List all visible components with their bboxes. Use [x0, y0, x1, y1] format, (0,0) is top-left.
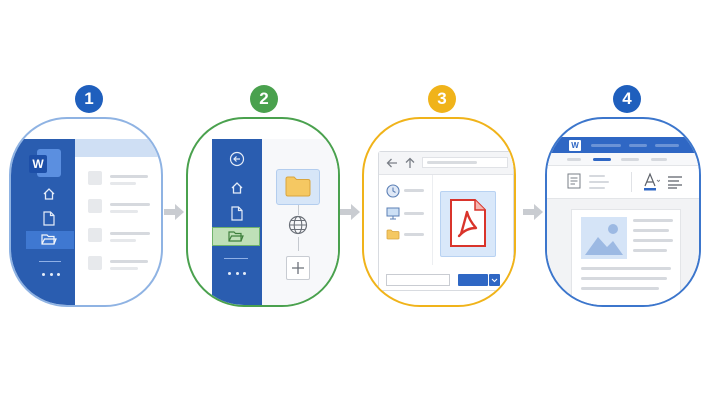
file-meta-line: [110, 210, 138, 213]
file-name-line: [110, 175, 148, 178]
backstage-sidebar: [212, 139, 262, 305]
toolbar-separator: [631, 172, 632, 192]
open-dropdown-button[interactable]: [489, 274, 500, 286]
open-button[interactable]: [458, 274, 488, 286]
ribbon-tab[interactable]: [651, 158, 667, 161]
file-name-line: [110, 232, 150, 235]
title-text-line: [591, 144, 621, 147]
step-3-panel: [362, 117, 516, 307]
ribbon-tab[interactable]: [621, 158, 639, 161]
sidebar-divider: [39, 261, 61, 262]
file-name-line: [110, 260, 148, 263]
file-name-input[interactable]: [386, 274, 450, 286]
up-arrow-icon[interactable]: [404, 157, 416, 169]
text-line: [633, 229, 669, 232]
arrow-right-icon: [523, 204, 543, 220]
toolbar-line: [589, 181, 609, 183]
title-text-line: [655, 144, 679, 147]
file-thumb[interactable]: [88, 256, 102, 270]
nav-label-line: [404, 233, 424, 236]
globe-icon[interactable]: [288, 215, 308, 235]
text-line: [581, 287, 659, 290]
connector-line: [298, 205, 299, 215]
text-line: [633, 239, 673, 242]
more-icon[interactable]: [42, 273, 60, 277]
address-text-line: [427, 161, 477, 164]
folder-icon[interactable]: [386, 229, 400, 240]
ribbon-tab[interactable]: [567, 158, 581, 161]
step-badge-1: 1: [75, 85, 103, 113]
text-line: [581, 267, 671, 270]
document-icon[interactable]: [231, 206, 243, 221]
more-icon[interactable]: [228, 272, 246, 276]
folder-open-icon: [41, 234, 57, 245]
word-logo-icon: W: [569, 140, 581, 151]
word-title-bar: [547, 137, 699, 153]
title-text-line: [629, 144, 647, 147]
toolbar-line: [589, 175, 605, 177]
home-icon[interactable]: [42, 187, 56, 201]
file-thumb[interactable]: [88, 228, 102, 242]
sidebar-item-open[interactable]: [26, 231, 74, 249]
document-icon[interactable]: [43, 211, 55, 226]
ribbon-tab-active[interactable]: [593, 158, 611, 161]
text-line: [633, 249, 667, 252]
file-thumb[interactable]: [88, 171, 102, 185]
font-color-icon[interactable]: [642, 172, 660, 192]
file-meta-line: [110, 267, 138, 270]
folder-open-icon: [228, 231, 244, 242]
file-name-line: [110, 203, 150, 206]
monitor-icon[interactable]: [386, 207, 400, 220]
toolbar-line: [589, 187, 605, 189]
align-icon[interactable]: [667, 175, 683, 189]
file-meta-line: [110, 182, 136, 185]
clock-icon[interactable]: [386, 184, 400, 198]
step-2-panel: [186, 117, 340, 307]
file-thumb[interactable]: [88, 199, 102, 213]
file-meta-line: [110, 239, 136, 242]
back-arrow-icon[interactable]: [386, 157, 398, 169]
folder-icon: [285, 176, 311, 197]
sidebar-divider: [224, 258, 248, 259]
nav-label-line: [404, 189, 424, 192]
step-4-panel: W: [545, 117, 701, 307]
nav-label-line: [404, 212, 424, 215]
text-line: [633, 219, 673, 222]
pdf-file-icon: [450, 199, 486, 247]
ribbon-toolbar: [547, 166, 699, 199]
step-badge-2: 2: [250, 85, 278, 113]
chevron-down-icon: [491, 278, 498, 283]
plus-icon: [292, 262, 304, 274]
arrow-right-icon: [164, 204, 184, 220]
step-badge-4: 4: [613, 85, 641, 113]
connector-line: [298, 237, 299, 251]
nav-pane-divider: [432, 175, 433, 265]
word-logo-icon: W: [29, 149, 61, 177]
paragraph-icon[interactable]: [567, 173, 581, 189]
back-icon[interactable]: [229, 151, 245, 167]
word-top-bar: [75, 139, 161, 157]
home-icon[interactable]: [230, 181, 244, 195]
arrow-right-icon: [340, 204, 360, 220]
image-placeholder-icon: [585, 224, 623, 255]
text-line: [581, 277, 667, 280]
step-1-panel: W: [9, 117, 163, 307]
step-badge-3: 3: [428, 85, 456, 113]
